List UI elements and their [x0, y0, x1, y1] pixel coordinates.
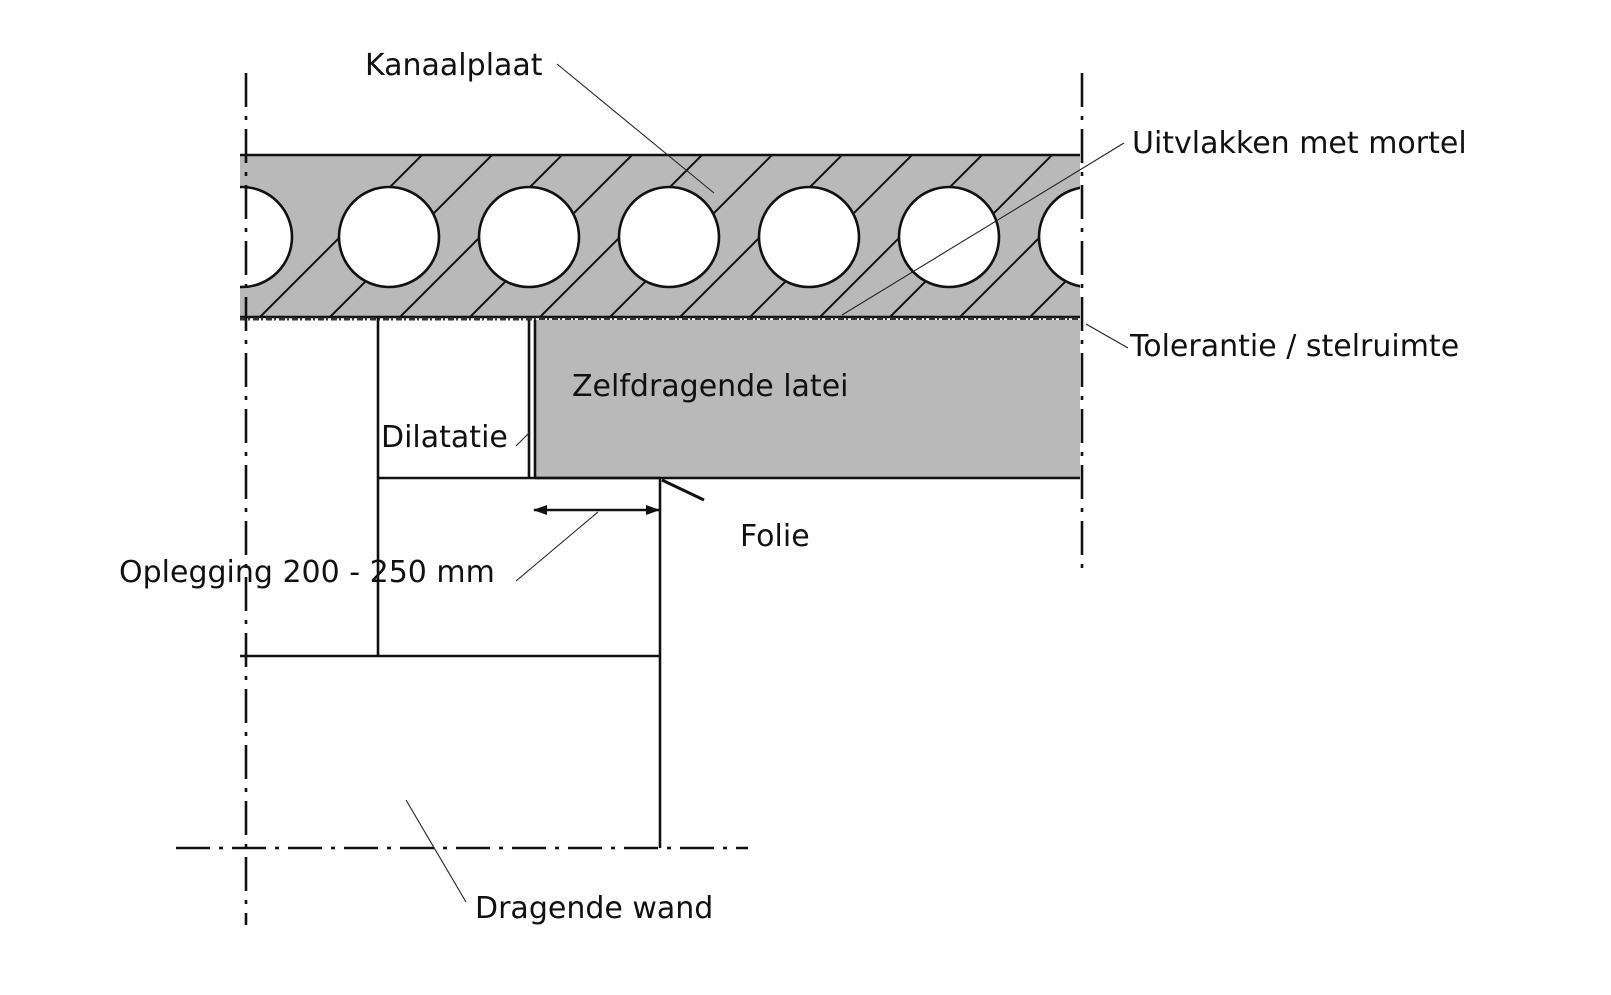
slab-hollow-cores [240, 185, 1080, 289]
leader-lines [405, 63, 1129, 903]
centerlines [176, 73, 1084, 925]
hollow-core [240, 185, 294, 289]
label-tolerantie-stelruimte: Tolerantie / stelruimte [1129, 329, 1459, 364]
label-dilatatie: Dilatatie [381, 420, 508, 455]
foil-mark [661, 478, 705, 502]
hatch-line [1100, 155, 1262, 317]
hatch-line [1029, 265, 1080, 317]
label-zelfdragende-latei: Zelfdragende latei [572, 369, 849, 404]
label-kanaalplaat: Kanaalplaat [365, 48, 543, 83]
hollow-core [897, 185, 1001, 289]
hollow-core [757, 185, 861, 289]
hollow-core-slab [240, 153, 1332, 321]
lintel [527, 320, 1080, 480]
label-folie: Folie [740, 519, 810, 554]
hollow-core [337, 185, 441, 289]
hollow-core [477, 185, 581, 289]
hollow-core [1037, 186, 1080, 288]
label-uitvlakken-met-mortel: Uitvlakken met mortel [1132, 126, 1467, 161]
label-oplegging: Oplegging 200 - 250 mm [119, 555, 495, 590]
hollow-core [617, 185, 721, 289]
bearing-wall [240, 317, 662, 848]
label-dragende-wand: Dragende wand [475, 891, 713, 926]
hatch-line [1170, 155, 1332, 317]
